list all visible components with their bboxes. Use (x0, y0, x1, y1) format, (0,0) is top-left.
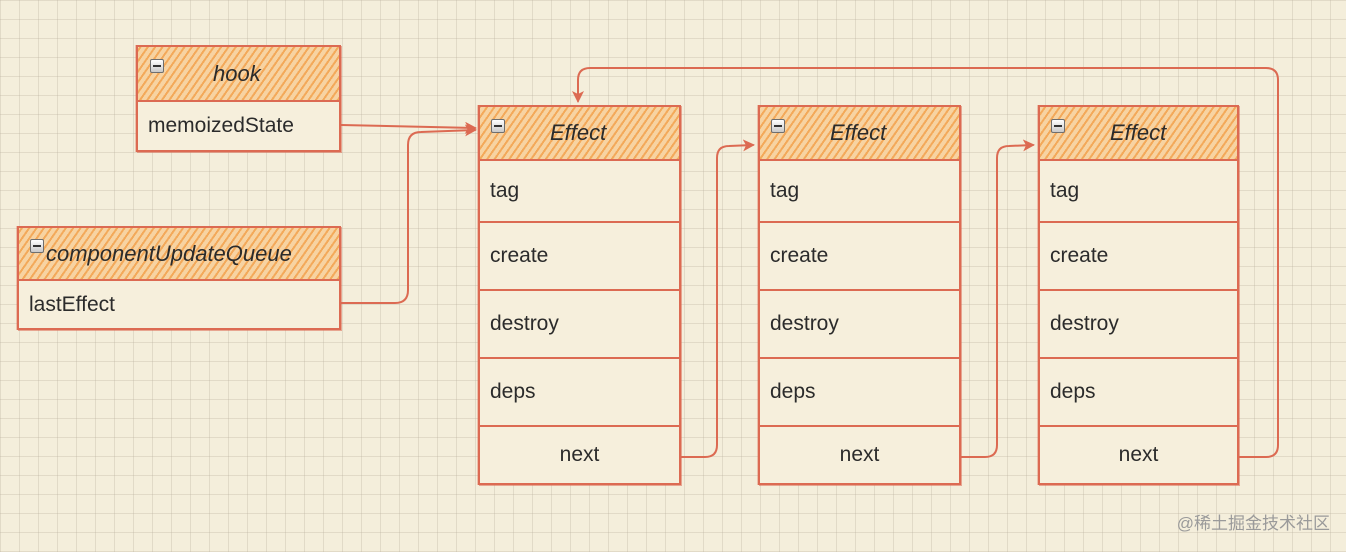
component-update-queue-header: componentUpdateQueue (19, 228, 339, 281)
field-destroy: destroy (1040, 291, 1237, 359)
minus-square-icon[interactable] (771, 119, 785, 133)
minus-square-icon[interactable] (1051, 119, 1065, 133)
effect-header-2: Effect (760, 107, 959, 161)
field-deps: deps (480, 359, 679, 427)
minus-square-icon[interactable] (491, 119, 505, 133)
effect-header-3: Effect (1040, 107, 1237, 161)
arrow-next-2-to-effect-3 (960, 139, 1035, 458)
arrow-next-1-to-effect-2 (680, 139, 755, 458)
field-tag: tag (760, 161, 959, 223)
field-create: create (1040, 223, 1237, 291)
effect-box-1: Effect tag create destroy deps next (478, 105, 681, 485)
field-tag: tag (480, 161, 679, 223)
field-create: create (480, 223, 679, 291)
field-memoized-state: memoizedState (148, 114, 294, 137)
minus-square-icon[interactable] (30, 239, 44, 253)
effect-title-2: Effect (830, 120, 887, 145)
effect-header-1: Effect (480, 107, 679, 161)
effect-title-3: Effect (1110, 120, 1167, 145)
field-next: next (839, 443, 880, 466)
component-update-queue-box: componentUpdateQueue lastEffect (17, 226, 341, 330)
hook-box: hook memoizedState (136, 45, 341, 152)
field-deps: deps (1040, 359, 1237, 427)
watermark: @稀土掘金技术社区 (1176, 514, 1330, 533)
field-destroy: destroy (760, 291, 959, 359)
field-tag: tag (1040, 161, 1237, 223)
field-destroy: destroy (480, 291, 679, 359)
effect-title-1: Effect (550, 120, 607, 145)
effect-box-3: Effect tag create destroy deps next (1038, 105, 1239, 485)
field-last-effect: lastEffect (29, 292, 115, 316)
field-deps: deps (760, 359, 959, 427)
field-next: next (559, 443, 600, 466)
component-update-queue-title: componentUpdateQueue (46, 240, 292, 266)
hook-title: hook (213, 60, 261, 86)
effect-box-2: Effect tag create destroy deps next (758, 105, 961, 485)
minus-square-icon[interactable] (150, 59, 164, 73)
field-create: create (760, 223, 959, 291)
arrow-lasteffect-to-effect (340, 124, 477, 304)
arrow-hook-to-effect (340, 121, 477, 134)
hook-header: hook (138, 47, 339, 102)
field-next: next (1118, 443, 1159, 466)
